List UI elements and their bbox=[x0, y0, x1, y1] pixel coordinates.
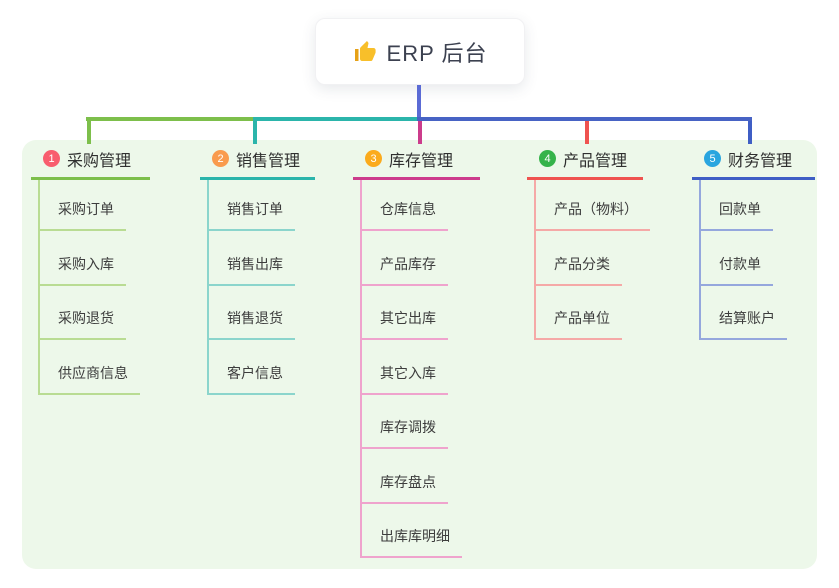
child-node: 产品（物料） bbox=[536, 180, 650, 231]
branch-children-list: 销售订单销售出库销售退货客户信息 bbox=[207, 180, 295, 395]
branch-children-list: 回款单付款单结算账户 bbox=[699, 180, 787, 340]
child-node: 产品库存 bbox=[362, 231, 448, 286]
child-node: 回款单 bbox=[701, 180, 773, 231]
child-node: 产品单位 bbox=[536, 286, 622, 340]
branch-label: 采购管理 bbox=[67, 152, 132, 170]
child-node: 销售订单 bbox=[209, 180, 295, 231]
child-node: 其它入库 bbox=[362, 340, 448, 395]
child-node: 产品分类 bbox=[536, 231, 622, 286]
child-node: 销售退货 bbox=[209, 286, 295, 340]
branch-drop-line-2 bbox=[253, 121, 257, 144]
child-node: 采购订单 bbox=[40, 180, 126, 231]
branch-number-badge: 1 bbox=[43, 150, 60, 167]
branch-number-badge: 2 bbox=[212, 150, 229, 167]
branch-heading-2: 2 销售管理 bbox=[200, 148, 315, 180]
branch-heading-1: 1 采购管理 bbox=[31, 148, 150, 180]
root-label: ERP 后台 bbox=[386, 40, 488, 66]
branch-drop-line-4 bbox=[585, 121, 589, 144]
branch-heading-4: 4 产品管理 bbox=[527, 148, 643, 180]
branch-children-list: 采购订单采购入库采购退货供应商信息 bbox=[38, 180, 140, 395]
branch-number-badge: 3 bbox=[365, 150, 382, 167]
root-node: ERP 后台 bbox=[315, 18, 525, 85]
branch-drop-line-3 bbox=[418, 121, 422, 144]
branch-drop-line-5 bbox=[748, 121, 752, 144]
child-node: 采购退货 bbox=[40, 286, 126, 340]
branch-column-3: 3 库存管理仓库信息产品库存其它出库其它入库库存调拨库存盘点出库库明细 bbox=[353, 148, 480, 558]
child-node: 库存盘点 bbox=[362, 449, 448, 504]
trunk-segment-left-green bbox=[86, 117, 253, 121]
branch-column-2: 2 销售管理销售订单销售出库销售退货客户信息 bbox=[200, 148, 315, 395]
branch-label: 财务管理 bbox=[728, 152, 793, 170]
child-node: 仓库信息 bbox=[362, 180, 448, 231]
branch-drop-line-1 bbox=[87, 121, 91, 144]
branch-children-list: 产品（物料）产品分类产品单位 bbox=[534, 180, 650, 340]
child-node: 库存调拨 bbox=[362, 395, 448, 449]
branches-panel-background bbox=[22, 140, 817, 569]
branch-label: 产品管理 bbox=[563, 152, 628, 170]
root-stem-line bbox=[417, 85, 421, 121]
branch-heading-3: 3 库存管理 bbox=[353, 148, 480, 180]
trunk-segment-mid-teal bbox=[253, 117, 417, 121]
branch-heading-5: 5 财务管理 bbox=[692, 148, 815, 180]
branch-column-1: 1 采购管理采购订单采购入库采购退货供应商信息 bbox=[31, 148, 150, 395]
branch-children-list: 仓库信息产品库存其它出库其它入库库存调拨库存盘点出库库明细 bbox=[360, 180, 462, 558]
thumbs-up-icon bbox=[353, 40, 377, 64]
trunk-segment-right-blue bbox=[417, 117, 752, 121]
child-node: 销售出库 bbox=[209, 231, 295, 286]
branch-number-badge: 5 bbox=[704, 150, 721, 167]
child-node: 供应商信息 bbox=[40, 340, 140, 395]
child-node: 结算账户 bbox=[701, 286, 787, 340]
branch-column-5: 5 财务管理回款单付款单结算账户 bbox=[692, 148, 815, 340]
branch-number-badge: 4 bbox=[539, 150, 556, 167]
child-node: 采购入库 bbox=[40, 231, 126, 286]
child-node: 出库库明细 bbox=[362, 504, 462, 558]
child-node: 客户信息 bbox=[209, 340, 295, 395]
child-node: 其它出库 bbox=[362, 286, 448, 340]
branch-column-4: 4 产品管理产品（物料）产品分类产品单位 bbox=[527, 148, 650, 340]
child-node: 付款单 bbox=[701, 231, 773, 286]
branch-label: 销售管理 bbox=[236, 152, 301, 170]
branch-label: 库存管理 bbox=[389, 152, 454, 170]
